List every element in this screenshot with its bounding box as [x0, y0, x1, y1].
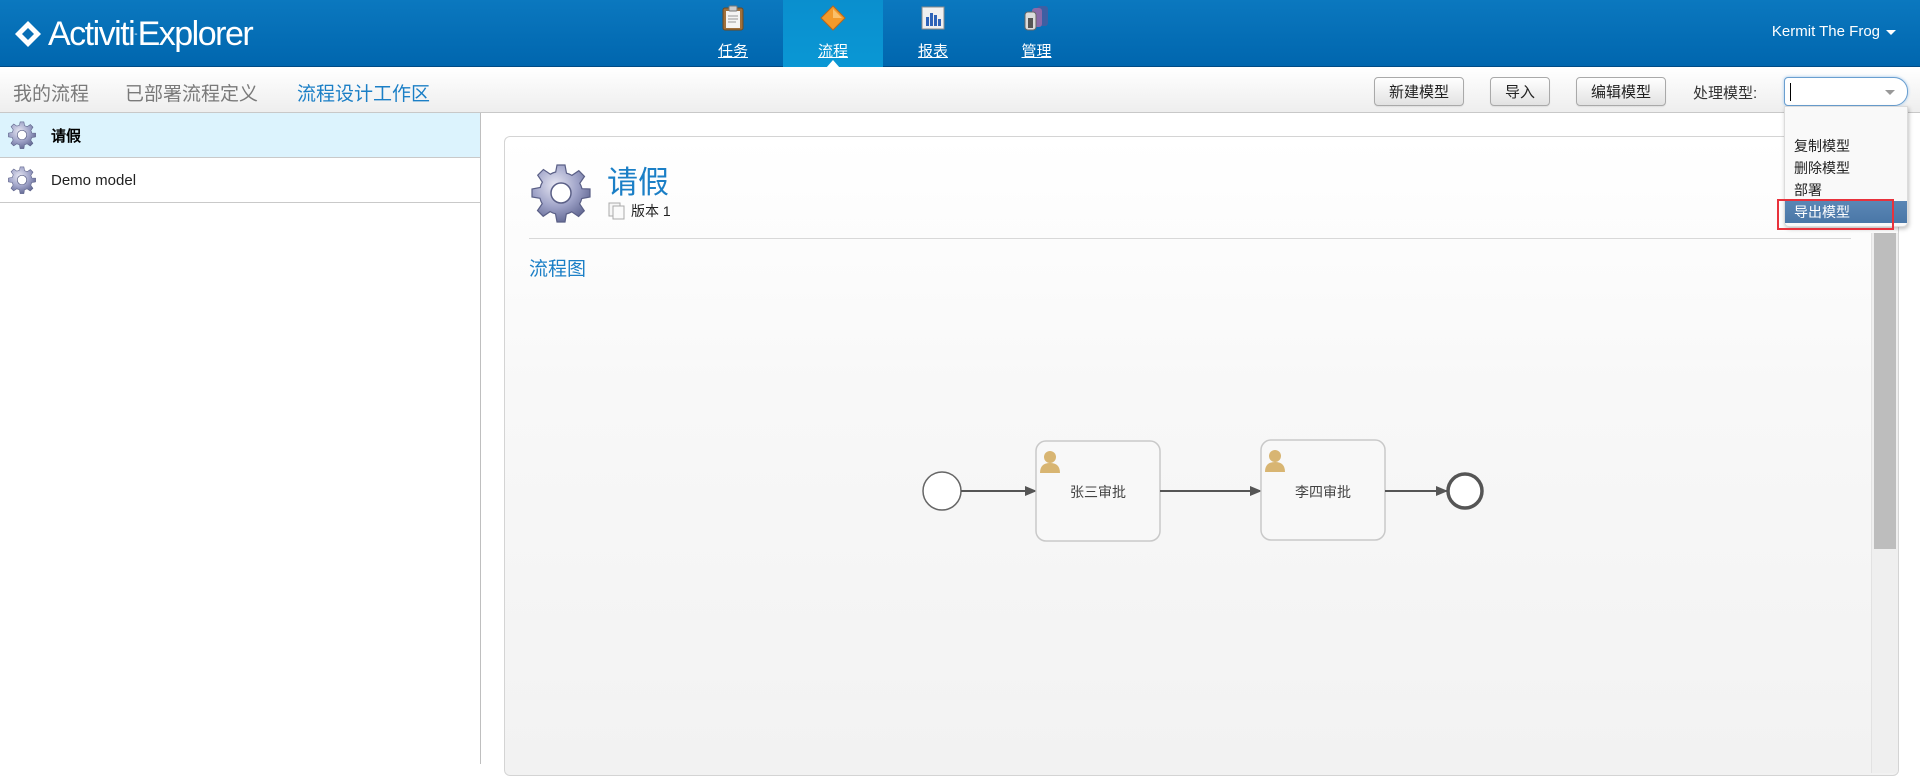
import-button[interactable]: 导入 [1490, 77, 1550, 106]
logo-diamond-icon [15, 21, 41, 47]
user-name: Kermit The Frog [1771, 23, 1880, 40]
gear-icon [7, 165, 37, 195]
process-diamond-icon [819, 4, 847, 32]
task-label: 张三审批 [1070, 485, 1126, 501]
tab-deployed-definitions[interactable]: 已部署流程定义 [125, 84, 259, 105]
process-model-label: 处理模型: [1693, 85, 1758, 102]
dropdown-item-export-model[interactable]: 导出模型 [1785, 201, 1907, 223]
nav-reports[interactable]: 报表 [883, 0, 983, 67]
active-caret [826, 60, 840, 68]
sub-navigation: 我的流程 已部署流程定义 流程设计工作区 新建模型 导入 编辑模型 处理模型: [0, 68, 1920, 113]
chevron-down-icon [1886, 30, 1896, 35]
dropdown-item-empty[interactable] [1785, 113, 1907, 135]
dropdown-item-delete-model[interactable]: 删除模型 [1794, 160, 1850, 176]
tab-my-processes[interactable]: 我的流程 [13, 84, 90, 105]
top-header: Activiti-Explorer 任务 流程 报表 管理 [0, 0, 1920, 68]
logo-text-explorer: Explorer [137, 14, 254, 53]
nav-tasks[interactable]: 任务 [683, 0, 783, 67]
model-name: Demo model [51, 171, 137, 189]
model-list-item[interactable]: Demo model [0, 158, 480, 203]
user-task-1[interactable] [1035, 440, 1161, 542]
model-title: 请假 [607, 165, 669, 200]
nav-label: 报表 [917, 43, 948, 60]
model-list-item[interactable]: 请假 [0, 113, 480, 158]
end-event[interactable] [1446, 472, 1484, 510]
model-name: 请假 [51, 127, 82, 145]
logo-text: Activiti [48, 14, 136, 53]
model-detail-card: 请假 版本 1 流程图 [504, 136, 1899, 776]
version-label: 版本 1 [631, 203, 671, 219]
section-title-diagram: 流程图 [529, 259, 587, 280]
dropdown-item-copy-model[interactable]: 复制模型 [1794, 138, 1850, 154]
logo-separator: - [134, 28, 138, 40]
chevron-down-icon[interactable] [1885, 90, 1895, 95]
task-label: 李四审批 [1295, 485, 1351, 501]
new-model-button[interactable]: 新建模型 [1374, 77, 1464, 106]
nav-manage[interactable]: 管理 [983, 0, 1090, 67]
model-version: 版本 1 [607, 201, 671, 221]
text-cursor [1790, 83, 1791, 101]
activiti-logo[interactable]: Activiti-Explorer [14, 14, 254, 54]
clipboard-icon [719, 4, 747, 32]
nav-label: 管理 [1021, 43, 1052, 60]
vertical-scrollbar[interactable] [1871, 233, 1898, 773]
process-diagram [922, 439, 1484, 542]
main-nav: 任务 流程 报表 管理 [683, 0, 1090, 68]
user-icon [1265, 450, 1285, 472]
copy-pages-icon [608, 202, 625, 220]
manage-users-icon [1023, 4, 1051, 32]
process-model-combobox[interactable] [1784, 77, 1908, 106]
scrollbar-thumb[interactable] [1874, 233, 1896, 549]
nav-label: 流程 [817, 43, 848, 60]
process-model-dropdown: 复制模型 删除模型 部署 导出模型 [1784, 106, 1908, 227]
user-icon [1040, 451, 1060, 473]
model-list-sidebar: 请假 Demo model [0, 113, 481, 764]
gear-icon [7, 120, 37, 150]
edit-model-button[interactable]: 编辑模型 [1576, 77, 1666, 106]
tab-model-workspace[interactable]: 流程设计工作区 [297, 84, 431, 105]
nav-processes[interactable]: 流程 [783, 0, 883, 68]
divider [529, 238, 1851, 239]
dropdown-item-deploy[interactable]: 部署 [1794, 182, 1822, 198]
user-menu[interactable]: Kermit The Frog [1772, 23, 1896, 40]
report-chart-icon [919, 4, 947, 32]
start-event[interactable] [922, 471, 962, 511]
nav-label: 任务 [717, 43, 748, 60]
